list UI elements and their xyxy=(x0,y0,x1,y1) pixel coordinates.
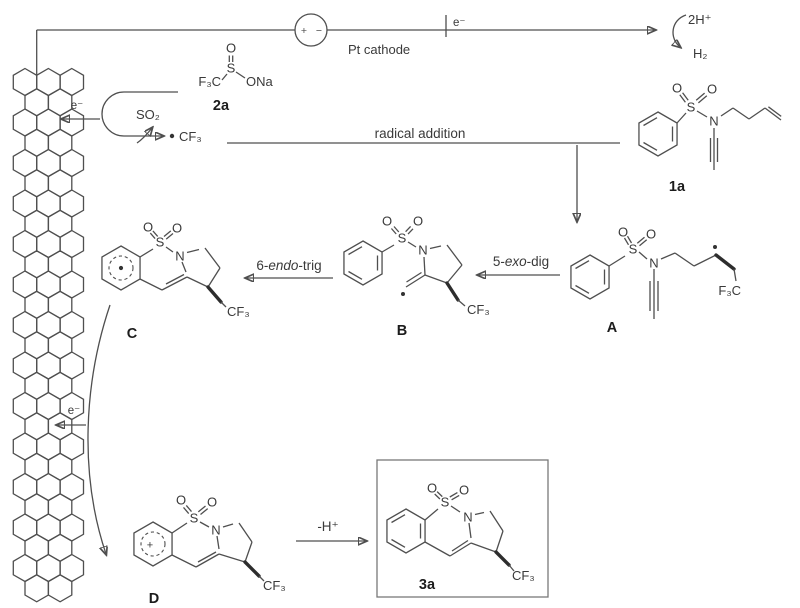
hydrogen-evolution: 2H⁺ H₂ xyxy=(673,12,711,61)
oxygen-atom: O xyxy=(672,81,682,96)
radical-dot xyxy=(118,265,124,271)
structure-3a: S O O N CF₃ 3a xyxy=(386,481,535,593)
compound-label-1a: 1a xyxy=(669,179,686,195)
compound-label-C: C xyxy=(127,326,138,342)
product-box: S O O N CF₃ 3a xyxy=(376,459,549,598)
endo-trig-label: 6-endo-trig xyxy=(256,258,321,273)
oxygen-atom: O xyxy=(427,481,437,496)
compound-label-2a: 2a xyxy=(213,98,230,114)
step-deprotonation: -H⁺ xyxy=(296,519,366,541)
structure-B: S O O N CF₃ B xyxy=(343,214,490,339)
pt-cathode-label: Pt cathode xyxy=(348,42,410,57)
sulfur-atom: S xyxy=(687,100,696,115)
so2-label: SO₂ xyxy=(136,107,160,122)
compound-label-D: D xyxy=(149,591,159,607)
power-source-icon xyxy=(294,13,328,47)
structure-1a: S O O N 1a xyxy=(638,81,782,195)
step-6-endo-trig: 6-endo-trig xyxy=(246,258,333,278)
sulfur-atom: S xyxy=(398,231,407,246)
sulfur-atom: S xyxy=(190,511,199,526)
cf3-radical-generation: e⁻ SO₂ CF₃ xyxy=(62,91,202,144)
cf3-group: CF₃ xyxy=(467,302,490,317)
protons-label: 2H⁺ xyxy=(688,12,711,27)
radical-dot xyxy=(713,245,717,249)
compound-label-3a: 3a xyxy=(419,577,436,593)
radical-dot xyxy=(169,133,175,139)
nitrogen-atom: N xyxy=(418,243,427,258)
nitrogen-atom: N xyxy=(649,256,658,271)
oxygen-atom: O xyxy=(459,483,469,498)
benzene-ring xyxy=(570,254,610,300)
cf3-group: CF₃ xyxy=(227,304,250,319)
structure-A: S O O N F₃C A xyxy=(570,225,741,336)
sulfur-atom: S xyxy=(441,495,450,510)
anodic-oxidation: e⁻ xyxy=(57,304,111,554)
cation-plus-sign: + xyxy=(147,540,153,552)
structure-C: S O O N CF₃ C xyxy=(101,220,250,342)
oxygen-atom: O xyxy=(226,41,236,56)
nitrogen-atom: N xyxy=(709,114,718,129)
compound-label-B: B xyxy=(397,323,407,339)
carbon-anode-electrode xyxy=(12,67,85,603)
hydrogen-label: H₂ xyxy=(693,46,707,61)
wire-electron-label: e⁻ xyxy=(453,17,465,29)
f3c-group: F₃C xyxy=(198,74,221,89)
oxygen-atom: O xyxy=(382,214,392,229)
circuit-wire: + − e⁻ Pt cathode xyxy=(36,13,655,57)
oxygen-atom: O xyxy=(618,225,628,240)
sulfur-atom: S xyxy=(156,235,165,250)
cf3-group: CF₃ xyxy=(512,568,535,583)
product-frame xyxy=(376,459,549,598)
oxygen-atom: O xyxy=(707,82,717,97)
structure-D: + S O O N CF₃ D xyxy=(133,493,286,607)
step-5-exo-dig: 5-exo-dig xyxy=(478,254,560,275)
benzene-ring xyxy=(386,508,426,554)
sulfur-atom: S xyxy=(629,242,638,257)
electron-label-top: e⁻ xyxy=(71,100,83,112)
oxygen-atom: O xyxy=(207,495,217,510)
reagent-2a: F₃C S O ONa 2a xyxy=(198,41,273,115)
electron-label-bottom: e⁻ xyxy=(68,405,80,417)
nitrogen-atom: N xyxy=(175,249,184,264)
radical-dot xyxy=(401,292,405,296)
sulfur-atom: S xyxy=(227,61,236,76)
battery-minus: − xyxy=(316,25,322,37)
nitrogen-atom: N xyxy=(211,523,220,538)
radical-addition-step: radical addition xyxy=(227,126,620,221)
f3c-group: F₃C xyxy=(718,283,741,298)
deprotonation-label: -H⁺ xyxy=(317,519,338,534)
exo-dig-label: 5-exo-dig xyxy=(493,254,549,269)
benzene-ring xyxy=(638,111,678,157)
oxygen-atom: O xyxy=(413,214,423,229)
radical-addition-label: radical addition xyxy=(375,126,466,141)
nitrogen-atom: N xyxy=(463,510,472,525)
oxygen-atom: O xyxy=(143,220,153,235)
ona-group: ONa xyxy=(246,74,274,89)
oxygen-atom: O xyxy=(646,227,656,242)
cf3-group: CF₃ xyxy=(263,578,286,593)
compound-label-A: A xyxy=(607,320,618,336)
battery-plus: + xyxy=(301,25,307,37)
cf3-radical-label: CF₃ xyxy=(179,129,202,144)
oxygen-atom: O xyxy=(176,493,186,508)
benzene-ring xyxy=(343,240,383,286)
oxygen-atom: O xyxy=(172,221,182,236)
